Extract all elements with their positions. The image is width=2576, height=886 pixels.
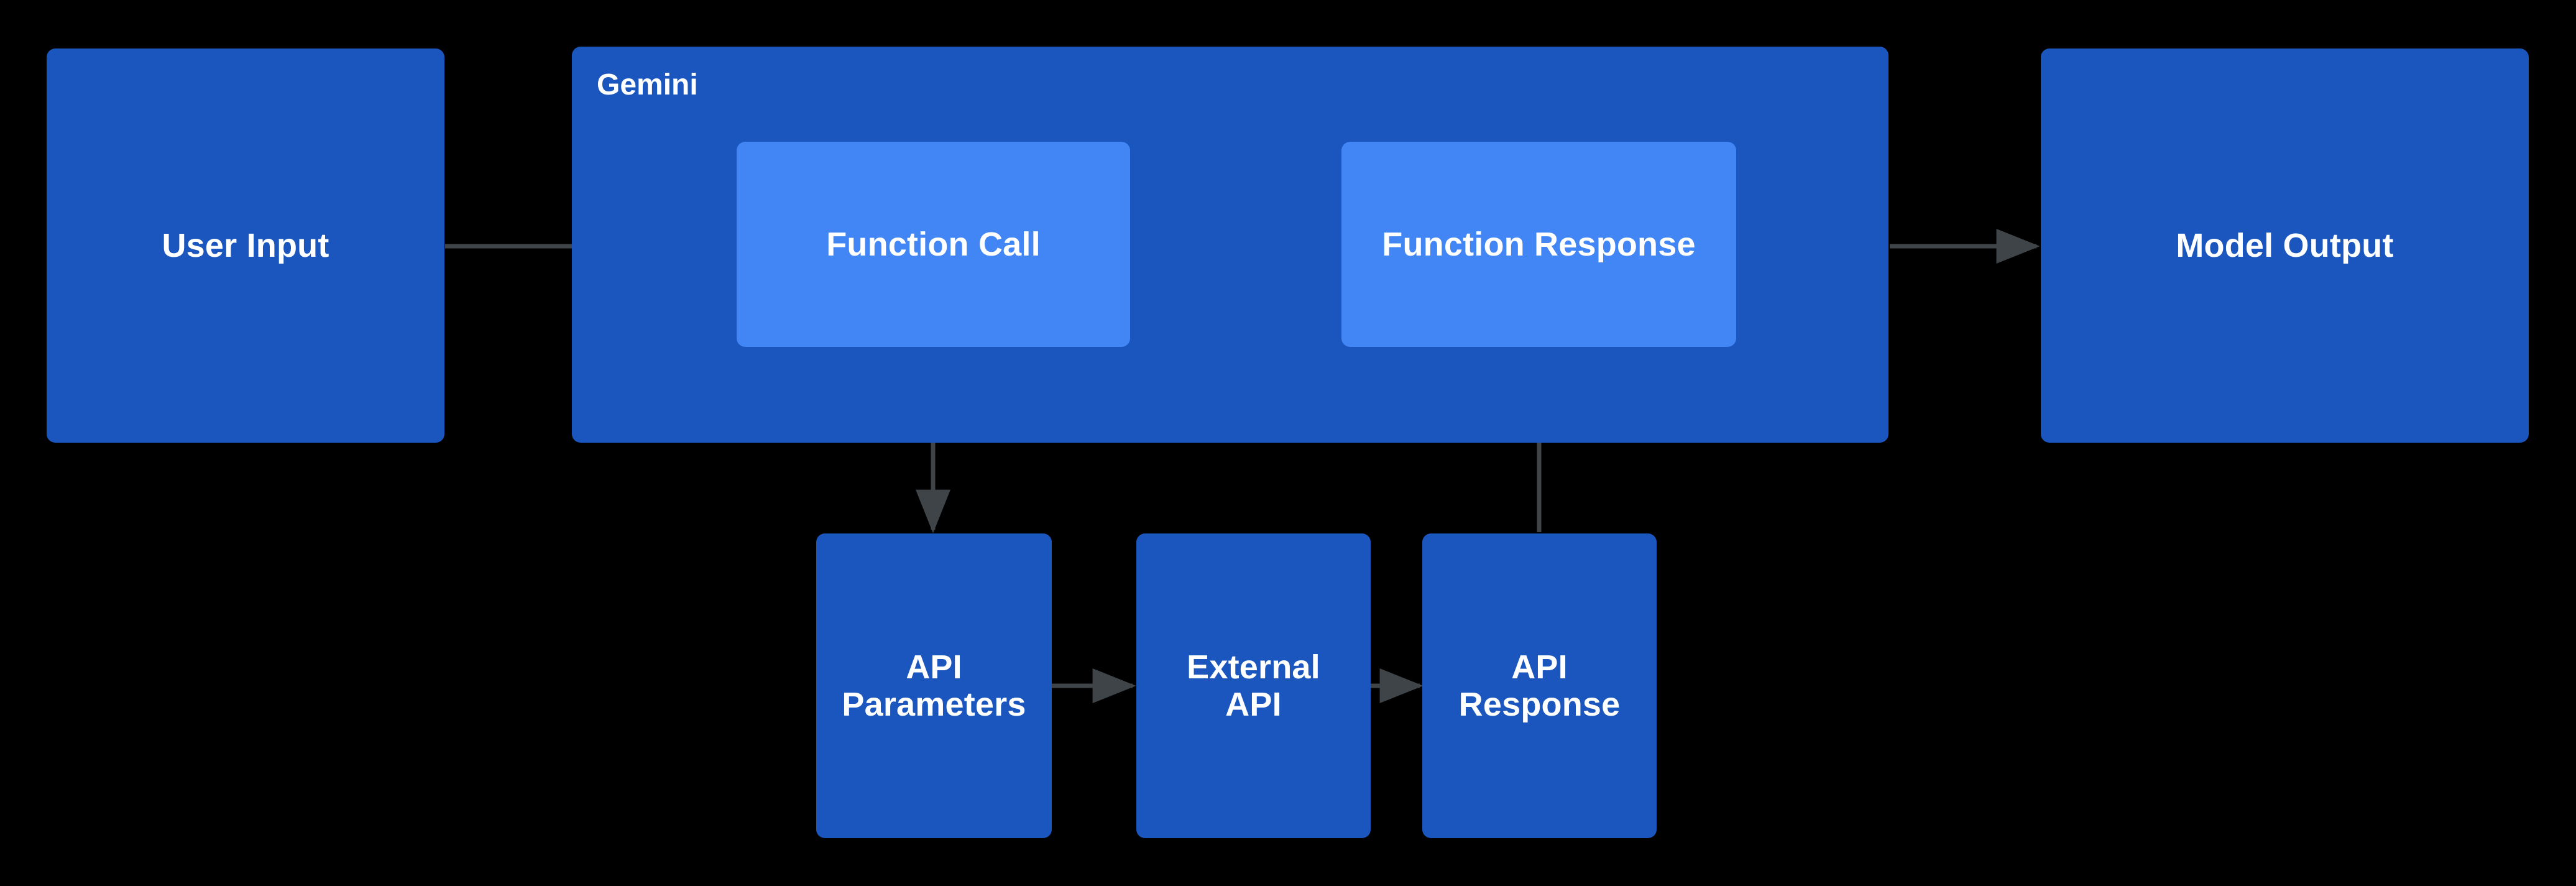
node-function-call-label: Function Call xyxy=(826,225,1041,263)
node-external-api[interactable]: External API xyxy=(1136,533,1371,838)
node-api-response[interactable]: API Response xyxy=(1422,533,1657,838)
node-function-response[interactable]: Function Response xyxy=(1341,142,1736,347)
node-user-input[interactable]: User Input xyxy=(47,48,444,443)
node-user-input-label: User Input xyxy=(162,226,329,264)
node-function-response-label: Function Response xyxy=(1382,225,1696,263)
node-api-parameters-label: API Parameters xyxy=(842,648,1026,723)
node-model-output[interactable]: Model Output xyxy=(2041,48,2529,443)
node-model-output-label: Model Output xyxy=(2176,226,2394,264)
node-api-parameters[interactable]: API Parameters xyxy=(816,533,1052,838)
node-function-call[interactable]: Function Call xyxy=(737,142,1130,347)
node-api-response-label: API Response xyxy=(1458,648,1621,723)
group-gemini[interactable]: Gemini Function Call Function Response xyxy=(572,47,1888,443)
group-gemini-label: Gemini xyxy=(597,68,698,101)
node-external-api-label: External API xyxy=(1187,648,1320,723)
